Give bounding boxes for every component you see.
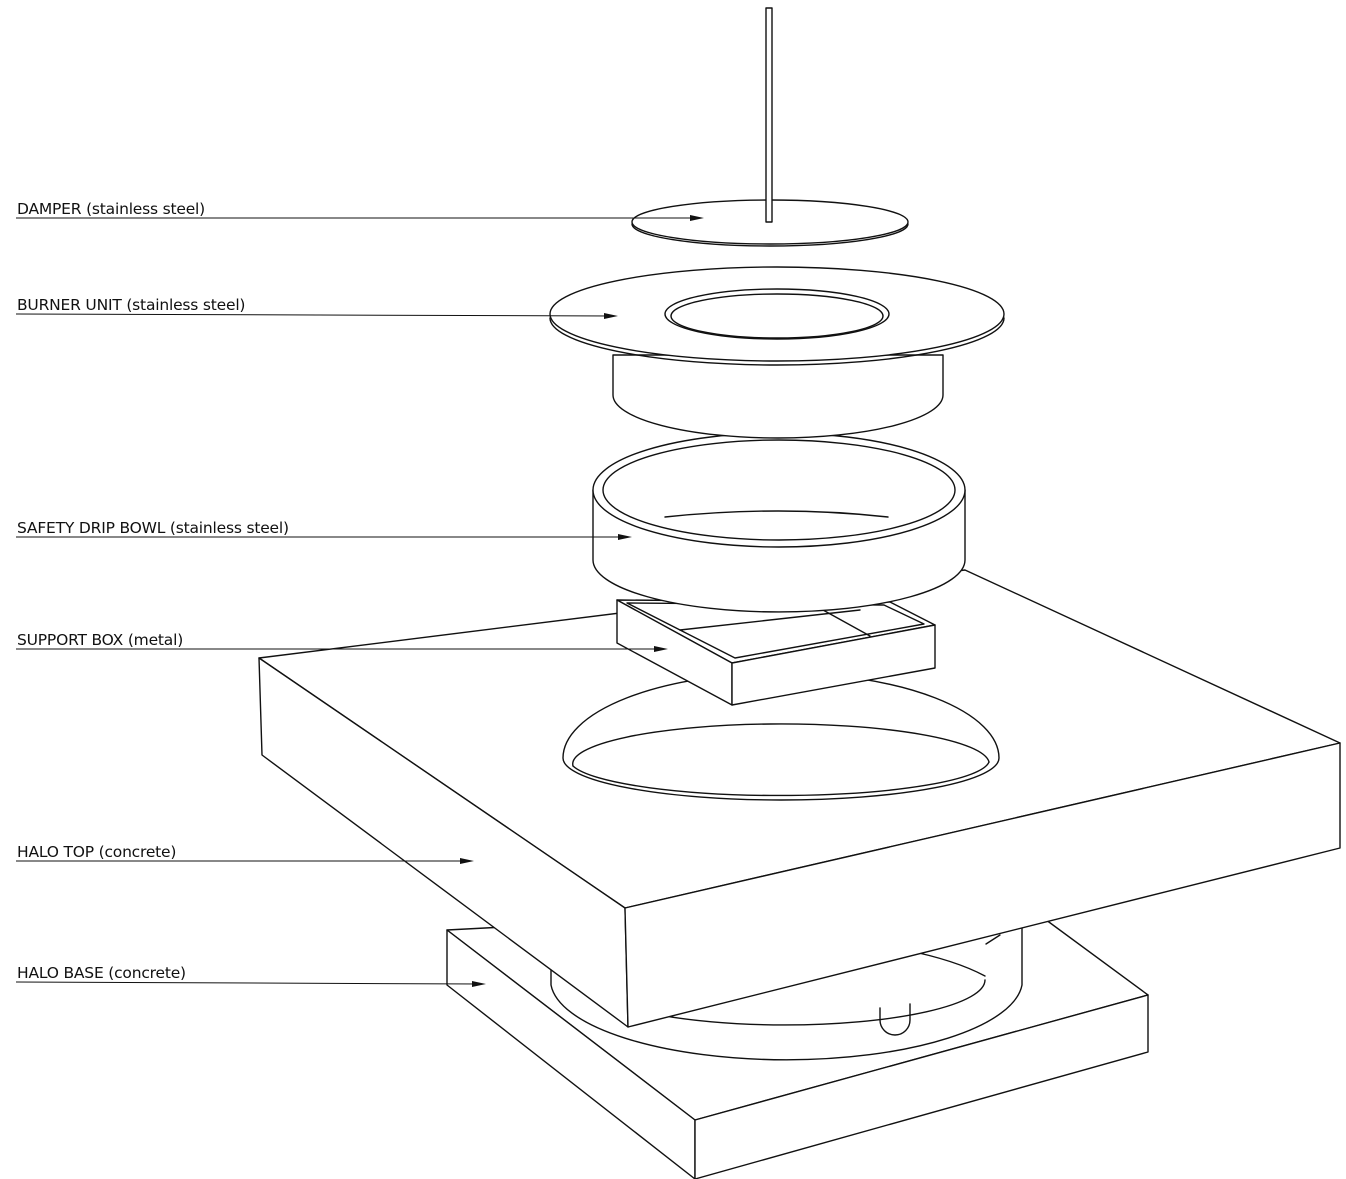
leader-base	[15, 981, 483, 985]
label-burner-unit: BURNER UNIT (stainless steel)	[17, 296, 246, 314]
label-support-box: SUPPORT BOX (metal)	[17, 631, 184, 649]
arrow-top	[460, 858, 474, 864]
halo-base-left-face	[446, 929, 696, 1179]
halo-top	[258, 569, 1341, 1028]
halo-top-opening	[562, 672, 1000, 801]
arrow-box	[654, 646, 668, 652]
safety-drip-bowl-rim-outer	[592, 432, 966, 548]
safety-drip-bowl	[592, 432, 966, 613]
label-halo-top: HALO TOP (concrete)	[17, 843, 177, 861]
halo-base-right-face	[694, 994, 1149, 1179]
halo-base-notch-2	[985, 934, 1001, 945]
safety-drip-bowl-rim-inner	[602, 439, 956, 541]
leader-lines	[15, 215, 704, 987]
arrow-damper	[690, 215, 704, 221]
safety-drip-bowl-floor	[664, 510, 889, 518]
halo-top-opening-inner-wall	[572, 723, 990, 767]
burner-unit-collar	[612, 354, 944, 439]
halo-top-opening-bottom	[572, 761, 990, 797]
leader-burner	[15, 313, 615, 317]
label-halo-base: HALO BASE (concrete)	[17, 964, 186, 982]
damper-plate-edge	[631, 223, 909, 247]
support-box-right-face	[731, 624, 936, 706]
arrow-base	[472, 981, 486, 987]
label-damper: DAMPER (stainless steel)	[17, 200, 206, 218]
arrow-burner	[604, 313, 618, 319]
burner-unit	[549, 266, 1005, 439]
burner-unit-flange-edge	[549, 317, 1005, 366]
label-safety-drip-bowl: SAFETY DRIP BOWL (stainless steel)	[17, 519, 289, 537]
damper-rod	[765, 7, 773, 223]
halo-top-right-face	[624, 742, 1341, 1028]
support-box-crease-2	[822, 609, 871, 637]
halo-base-notch	[879, 1003, 911, 1036]
arrow-bowl	[618, 534, 632, 540]
burner-unit-opening-inner	[670, 293, 884, 339]
burner-unit-opening	[664, 288, 890, 340]
damper	[631, 7, 909, 247]
